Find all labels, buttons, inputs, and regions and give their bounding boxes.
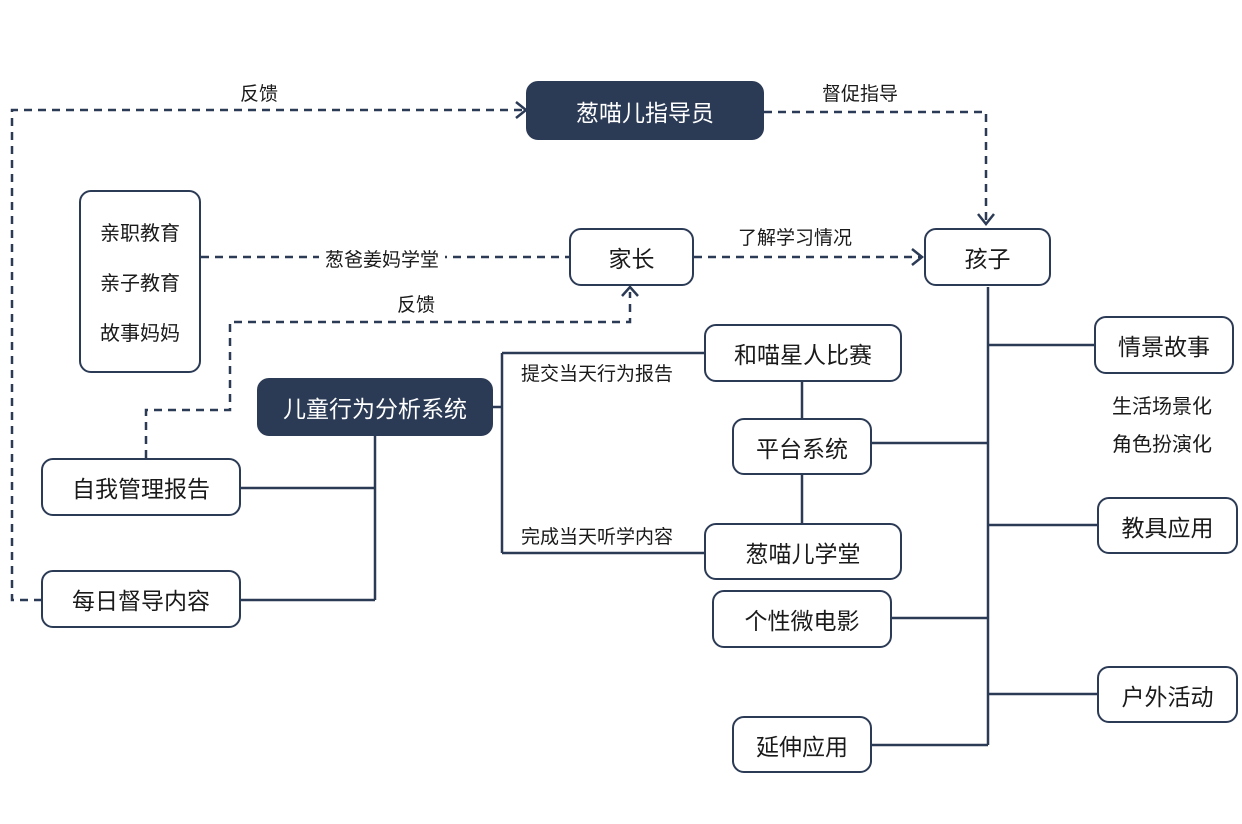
link-system-bracket: [493, 351, 705, 555]
platform-node: 平台系统: [732, 418, 872, 475]
parent-edu-item: 亲职教育: [100, 220, 180, 245]
parent-school-label: 葱爸姜妈学堂: [319, 245, 446, 272]
academy-node: 葱喵儿学堂: [704, 523, 902, 580]
supervise-label: 督促指导: [822, 83, 899, 105]
arrow-head-child-top: [977, 213, 995, 227]
parent-edu-item: 故事妈妈: [100, 321, 180, 346]
finish-content-label: 完成当天听学内容: [521, 526, 674, 548]
behavior-system-node: 儿童行为分析系统: [257, 378, 493, 436]
contest-node: 和喵星人比赛: [704, 324, 902, 382]
arrow-head-parent: [621, 285, 639, 297]
submit-report-label: 提交当天行为报告: [521, 363, 674, 385]
dash-feedback-mid: [144, 292, 632, 458]
supervisor-node: 葱喵儿指导员: [526, 81, 764, 140]
know-learning-label: 了解学习情况: [738, 227, 853, 249]
arrow-head-child-left: [911, 248, 925, 266]
parent-edu-item: 亲子教育: [100, 270, 180, 295]
feedback-label-mid: 反馈: [397, 294, 436, 316]
child-node: 孩子: [924, 228, 1051, 286]
extension-node: 延伸应用: [732, 716, 872, 773]
feedback-label-top: 反馈: [240, 83, 279, 105]
self-report-node: 自我管理报告: [41, 458, 241, 516]
outdoor-node: 户外活动: [1097, 666, 1238, 723]
parent-node: 家长: [569, 228, 694, 286]
micro-movie-node: 个性微电影: [712, 590, 892, 648]
scene-note-1: 生活场景化: [1112, 394, 1212, 418]
daily-content-node: 每日督导内容: [41, 570, 241, 628]
scene-note-2: 角色扮演化: [1112, 432, 1212, 456]
dash-supervise: [764, 110, 988, 224]
scene-story-node: 情景故事: [1094, 316, 1234, 374]
dash-feedback-top: [10, 108, 524, 602]
parent-education-node: 亲职教育 亲子教育 故事妈妈: [79, 190, 201, 373]
toy-app-node: 教具应用: [1097, 497, 1238, 554]
